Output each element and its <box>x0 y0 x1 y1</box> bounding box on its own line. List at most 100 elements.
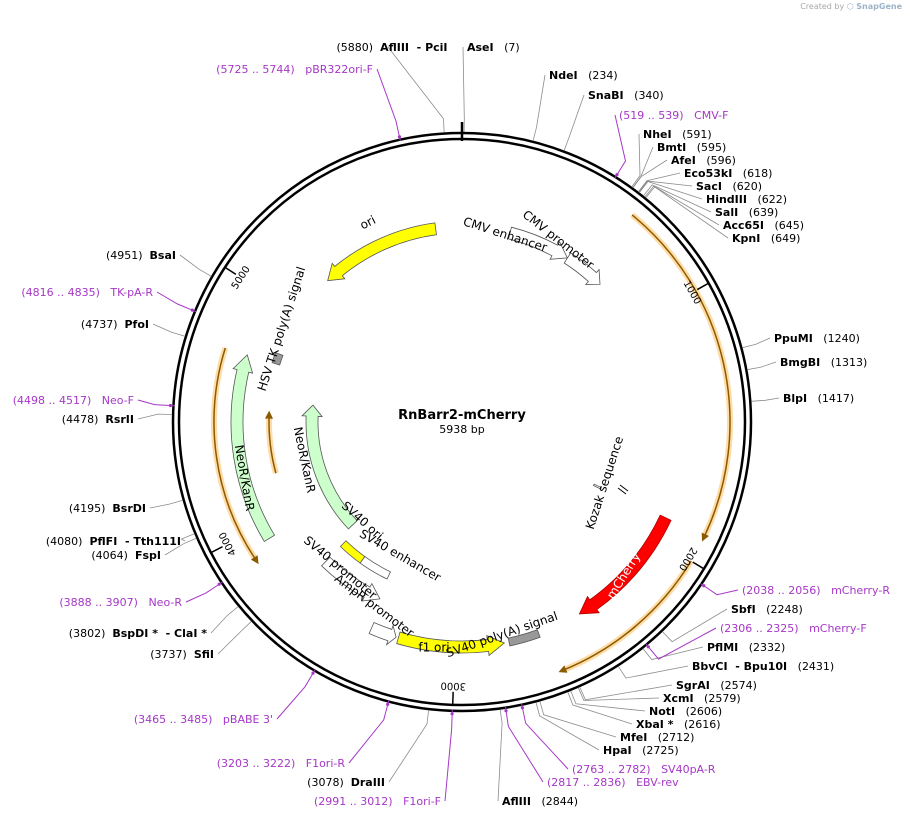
annotation-arc-halo <box>630 212 733 538</box>
position-tick-label: 3000 <box>440 680 466 692</box>
site-position: (2606) <box>675 705 722 718</box>
feature-kozak-sequence <box>592 483 602 490</box>
site-leader-line <box>217 621 252 655</box>
feature-f1-ori <box>396 631 506 657</box>
site-name: - ClaI * <box>158 627 207 640</box>
primer-range: (5725 .. 5744) <box>216 63 305 76</box>
kozak-mark <box>617 487 627 495</box>
primer-bind-mark <box>190 308 194 312</box>
site-name: BsrDI <box>112 502 146 515</box>
primer-bind-mark <box>702 584 706 588</box>
site-leader-line <box>567 691 633 725</box>
site-position: (7) <box>494 41 520 54</box>
feature-ori <box>327 222 437 282</box>
site-leader-line <box>631 133 641 188</box>
position-tick <box>692 561 704 569</box>
restriction-site-label: HindIII (622) <box>706 193 787 206</box>
site-name: SnaBI <box>588 89 624 102</box>
site-name: XbaI * <box>636 718 674 731</box>
leader-line-layer <box>137 46 780 802</box>
primer-name: EBV-rev <box>636 776 679 789</box>
restriction-site-label: SbfI (2248) <box>731 603 803 616</box>
site-name: BspDI * <box>112 627 158 640</box>
restriction-site-label: AflIII (2844) <box>502 795 578 808</box>
site-leader-line <box>137 413 173 420</box>
site-name: Eco53kI <box>684 167 732 180</box>
site-name: NheI <box>643 128 672 141</box>
primer-leader-line <box>645 627 717 660</box>
site-leader-line <box>179 254 212 277</box>
primer-range: (4816 .. 4835) <box>21 286 110 299</box>
site-name: FspI <box>135 549 161 562</box>
primer-label: (3203 .. 3222) F1ori-R <box>217 757 346 770</box>
feature-label: Kozak sequence <box>583 435 626 531</box>
annotation-arc <box>213 347 256 560</box>
restriction-site-label: HpaI (2725) <box>603 744 679 757</box>
feature-sv40-enhancer <box>359 556 392 580</box>
site-name: PflMI <box>707 641 738 654</box>
site-position: (2248) <box>756 603 803 616</box>
site-position: (620) <box>722 180 762 193</box>
position-tick <box>225 267 237 276</box>
site-name: BsaI <box>150 249 176 262</box>
primer-name: SV40pA-R <box>661 763 716 776</box>
restriction-site-label: (4478) RsrII <box>62 413 134 426</box>
site-leader-line <box>210 606 239 634</box>
site-position: (645) <box>764 219 804 232</box>
site-leader-line <box>742 337 771 349</box>
site-leader-line <box>180 533 195 542</box>
plasmid-length: 5938 bp <box>439 423 484 436</box>
restriction-site-label: BmtI (595) <box>657 141 726 154</box>
site-name: PflFI <box>89 535 117 548</box>
site-leader-line <box>747 361 777 371</box>
position-tick-label: 2000 <box>676 545 699 572</box>
site-name: SalI <box>715 206 738 219</box>
site-position: (4737) <box>81 318 125 331</box>
feature-cmv-enhancer <box>508 226 568 260</box>
restriction-site-label: AfeI (596) <box>671 154 736 167</box>
site-position: (1240) <box>813 332 860 345</box>
restriction-site-label: XcmI (2579) <box>663 692 741 705</box>
snapgene-logo-icon: ⬡ <box>846 2 854 11</box>
site-leader-line <box>638 180 693 193</box>
restriction-site-label: (5880) AflIII - PciI <box>336 41 447 54</box>
site-name: AfeI <box>671 154 696 167</box>
restriction-site-label: XbaI * (2616) <box>636 718 721 731</box>
site-position: (340) <box>624 89 664 102</box>
site-name: AflIII <box>502 795 531 808</box>
primer-range: (2763 .. 2782) <box>572 763 661 776</box>
site-position: (595) <box>686 141 726 154</box>
primer-range: (519 .. 539) <box>619 109 694 122</box>
site-name: SfiI <box>194 648 214 661</box>
primer-label: (2763 .. 2782) SV40pA-R <box>572 763 716 776</box>
credit-brand: SnapGene <box>856 2 902 11</box>
site-position: (649) <box>760 232 800 245</box>
primer-name: Neo-F <box>102 394 134 407</box>
restriction-site-label: (4951) BsaI <box>106 249 176 262</box>
primer-leader-line <box>376 68 401 141</box>
primer-name: TK-pA-R <box>109 286 153 299</box>
primer-bind-mark <box>450 712 454 716</box>
restriction-site-label: (3737) SfiI <box>150 648 214 661</box>
primer-name: F1ori-R <box>306 757 346 770</box>
primer-label: (519 .. 539) CMV-F <box>619 109 728 122</box>
site-position: (591) <box>672 128 712 141</box>
site-leader-line <box>497 709 503 802</box>
primer-leader-line <box>156 291 197 313</box>
site-position: (4195) <box>69 502 113 515</box>
restriction-site-label: MfeI (2712) <box>620 731 694 744</box>
primer-bind-mark <box>397 135 402 139</box>
restriction-site-label: (3802) BspDI * - ClaI * <box>69 627 207 640</box>
restriction-site-label: NotI (2606) <box>649 705 722 718</box>
site-position: (2844) <box>531 795 578 808</box>
primer-name: CMV-F <box>694 109 728 122</box>
site-name: XcmI <box>663 692 694 705</box>
primer-bind-mark <box>168 403 173 408</box>
site-position: (234) <box>578 69 618 82</box>
annotation-arc <box>631 214 731 537</box>
site-name: SbfI <box>731 603 756 616</box>
restriction-site-label: SacI (620) <box>696 180 762 193</box>
site-leader-line <box>638 172 681 193</box>
restriction-site-label: (4195) BsrDI <box>69 502 146 515</box>
restriction-site-label: (4064) FspI <box>91 549 161 562</box>
